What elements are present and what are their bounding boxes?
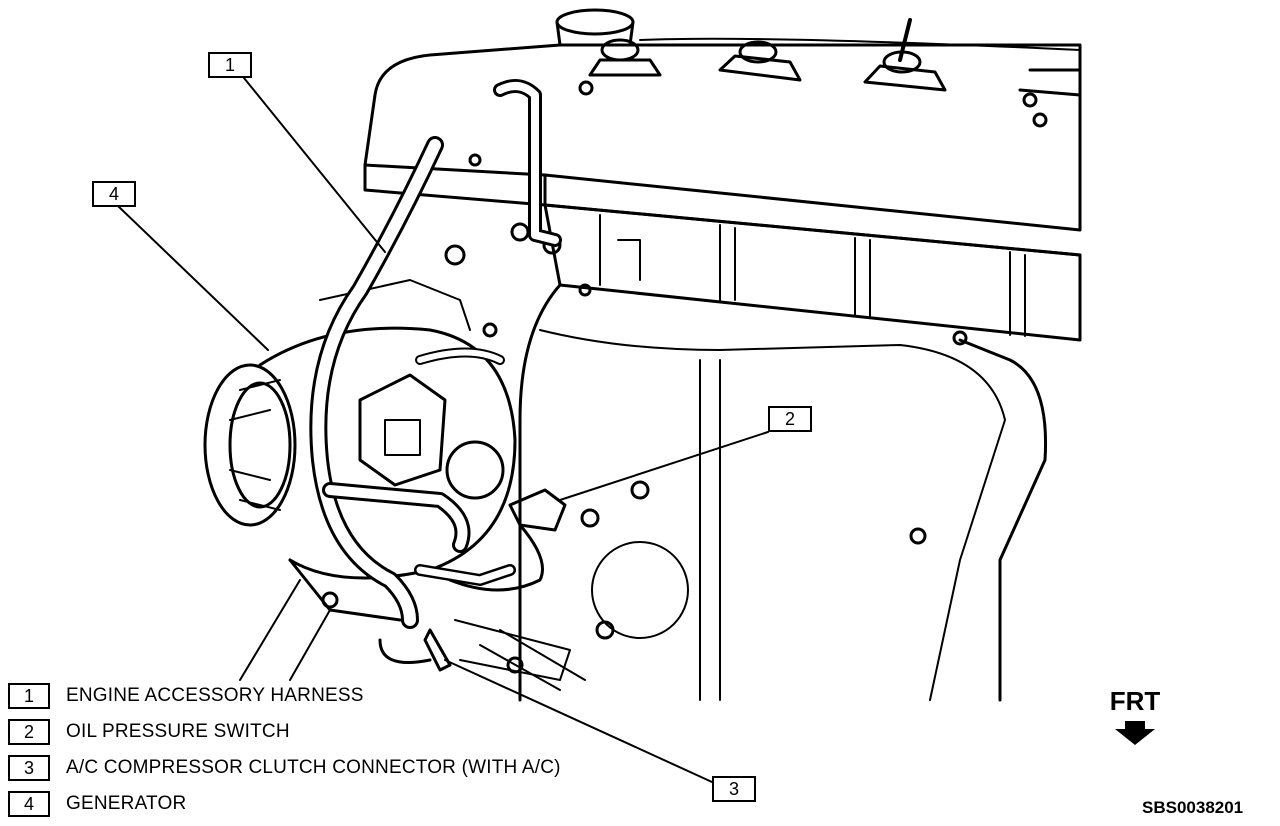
legend: 1 ENGINE ACCESSORY HARNESS 2 OIL PRESSUR… xyxy=(8,678,561,822)
legend-label: A/C COMPRESSOR CLUTCH CONNECTOR (WITH A/… xyxy=(66,757,561,778)
leader-line-3 xyxy=(444,659,713,783)
legend-label: GENERATOR xyxy=(66,793,187,814)
lower-bracket xyxy=(239,579,331,681)
ac-compressor-connector xyxy=(378,619,586,691)
callout-2: 2 xyxy=(768,406,812,432)
legend-number: 3 xyxy=(8,755,50,781)
intake-manifold xyxy=(543,203,1082,346)
legend-item: 4 GENERATOR xyxy=(8,786,561,822)
legend-number: 1 xyxy=(8,683,50,709)
front-direction-indicator: FRT xyxy=(1102,686,1168,745)
legend-item: 3 A/C COMPRESSOR CLUTCH CONNECTOR (WITH … xyxy=(8,750,561,786)
leader-lines xyxy=(117,77,769,783)
leader-line-4 xyxy=(117,205,269,351)
legend-label: OIL PRESSURE SWITCH xyxy=(66,721,290,742)
legend-label: ENGINE ACCESSORY HARNESS xyxy=(66,685,364,706)
oil-pressure-switch xyxy=(448,488,567,592)
callout-4: 4 xyxy=(92,181,136,207)
legend-item: 2 OIL PRESSURE SWITCH xyxy=(8,714,561,750)
arrow-down-icon xyxy=(1115,721,1155,745)
reference-code: SBS0038201 xyxy=(1142,798,1244,817)
front-label: FRT xyxy=(1109,686,1161,716)
callout-3: 3 xyxy=(712,776,756,802)
legend-number: 4 xyxy=(8,791,50,817)
engine-block xyxy=(518,283,1048,702)
leader-line-1 xyxy=(243,77,386,253)
legend-number: 2 xyxy=(8,719,50,745)
valve-cover xyxy=(363,8,1082,257)
legend-item: 1 ENGINE ACCESSORY HARNESS xyxy=(8,678,561,714)
generator xyxy=(203,222,562,622)
callout-1: 1 xyxy=(208,52,252,78)
accessory-harness xyxy=(309,136,516,629)
leader-line-2 xyxy=(559,431,769,501)
vent-tube xyxy=(493,79,562,247)
